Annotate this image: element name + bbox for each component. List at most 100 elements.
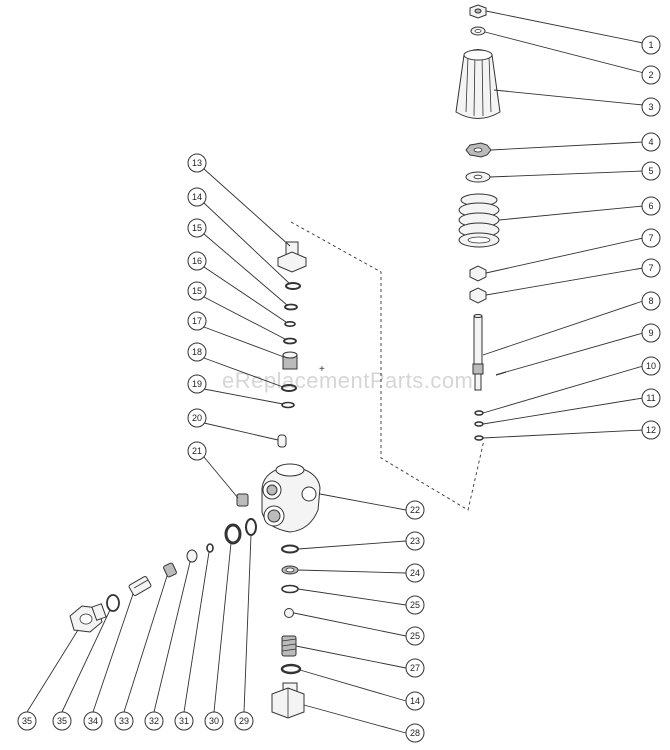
callout-label: 4: [648, 137, 653, 147]
part-20-ball: [277, 434, 287, 448]
part-3-knob: [455, 49, 501, 119]
part-21-plug: [236, 493, 249, 507]
callout-label: 7: [648, 233, 653, 243]
callout-35-connector: 35: [17, 711, 37, 731]
callout-16: 16: [187, 251, 207, 271]
callout-label: 34: [88, 716, 98, 726]
callout-label: 5: [648, 166, 653, 176]
callout-25-upper: 25: [405, 595, 425, 615]
callout-label: 10: [646, 361, 656, 371]
callout-label: 28: [410, 728, 420, 738]
part-19-ring: [281, 401, 295, 409]
callout-label: 2: [648, 70, 653, 80]
callout-label: 27: [410, 663, 420, 673]
callout-label: 3: [648, 102, 653, 112]
callout-label: 15: [192, 223, 202, 233]
callout-15-upper: 15: [187, 218, 207, 238]
part-30-ring: [224, 523, 242, 545]
part-7-nut-upper: [469, 265, 487, 282]
callout-20: 20: [187, 408, 207, 428]
part-33-spring: [163, 562, 177, 578]
callout-10: 10: [641, 356, 661, 376]
callout-label: 29: [239, 716, 249, 726]
callout-30: 30: [204, 711, 224, 731]
callout-label: 6: [648, 201, 653, 211]
callout-label: 22: [410, 505, 420, 515]
callout-label: 14: [192, 192, 202, 202]
part-32-seat: [186, 549, 198, 563]
callout-14-upper: 14: [187, 187, 207, 207]
callout-label: 18: [192, 347, 202, 357]
part-16-ring: [284, 320, 296, 327]
callout-3: 3: [641, 97, 661, 117]
callout-label: 16: [192, 256, 202, 266]
callout-label: 8: [648, 296, 653, 306]
callout-label: 14: [410, 696, 420, 706]
callout-label: 24: [410, 568, 420, 578]
part-34-nozzle: [128, 576, 152, 596]
callout-4: 4: [641, 132, 661, 152]
part-25-ring: [281, 584, 299, 594]
callout-label: 7: [648, 263, 653, 273]
part-9-pin: [495, 371, 507, 376]
callout-17: 17: [187, 311, 207, 331]
part-5-flat-washer: [465, 171, 491, 183]
callout-label: 19: [192, 379, 202, 389]
assembly-dashed-line: [290, 221, 485, 511]
part-27-spring: [281, 635, 297, 657]
callout-9: 9: [641, 323, 661, 343]
part-11-o-ring: [474, 421, 484, 427]
callout-label: 1: [648, 40, 653, 50]
callout-24: 24: [405, 563, 425, 583]
callout-label: 12: [646, 425, 656, 435]
callout-34: 34: [83, 711, 103, 731]
part-35-o-ring: [106, 594, 120, 612]
callout-label: 25: [410, 631, 420, 641]
part-15-ring-upper: [284, 303, 298, 311]
part-31-small-ring: [206, 543, 214, 553]
part-6-spring: [458, 193, 500, 248]
part-7-nut-lower: [469, 287, 487, 304]
part-13-fitting: [277, 241, 307, 273]
callout-28: 28: [405, 723, 425, 743]
part-18-ring: [281, 384, 297, 392]
part-10-o-ring: [474, 410, 484, 416]
callout-label: 11: [646, 393, 655, 403]
callout-5: 5: [641, 161, 661, 181]
callout-14-lower: 14: [405, 691, 425, 711]
callout-label: 13: [192, 158, 202, 168]
part-15-ring-lower: [283, 337, 297, 345]
callout-12: 12: [641, 420, 661, 440]
part-1-nut: [469, 4, 487, 19]
callout-label: 33: [119, 716, 129, 726]
part-12-o-ring: [474, 435, 484, 441]
part-22-manifold-body: [261, 463, 321, 533]
callout-8: 8: [641, 291, 661, 311]
callout-21: 21: [187, 441, 207, 461]
callout-31: 31: [174, 711, 194, 731]
part-29-ring: [245, 518, 257, 536]
callout-29: 29: [234, 711, 254, 731]
part-17-valve-seat: [282, 351, 298, 370]
callout-13: 13: [187, 153, 207, 173]
part-8-valve-stem: [472, 314, 484, 391]
callout-23: 23: [405, 531, 425, 551]
callout-27: 27: [405, 658, 425, 678]
callout-label: 35: [22, 716, 32, 726]
callout-2: 2: [641, 65, 661, 85]
part-23-ring: [281, 544, 299, 554]
callout-label: 15: [192, 286, 202, 296]
part-14-ring-lower: [280, 663, 302, 675]
callout-label: 32: [149, 716, 159, 726]
part-4-star-washer: [465, 142, 492, 158]
part-28-plug-nut: [271, 682, 305, 719]
callout-1: 1: [641, 35, 661, 55]
callout-7-upper: 7: [641, 228, 661, 248]
callout-label: 9: [648, 328, 653, 338]
part-14-ring-upper: [285, 282, 301, 290]
watermark-text: eReplacementParts.com: [222, 368, 473, 393]
center-mark: +: [319, 364, 325, 375]
callout-18: 18: [187, 342, 207, 362]
leader-lines: [26, 10, 645, 734]
callout-label: 31: [179, 716, 189, 726]
